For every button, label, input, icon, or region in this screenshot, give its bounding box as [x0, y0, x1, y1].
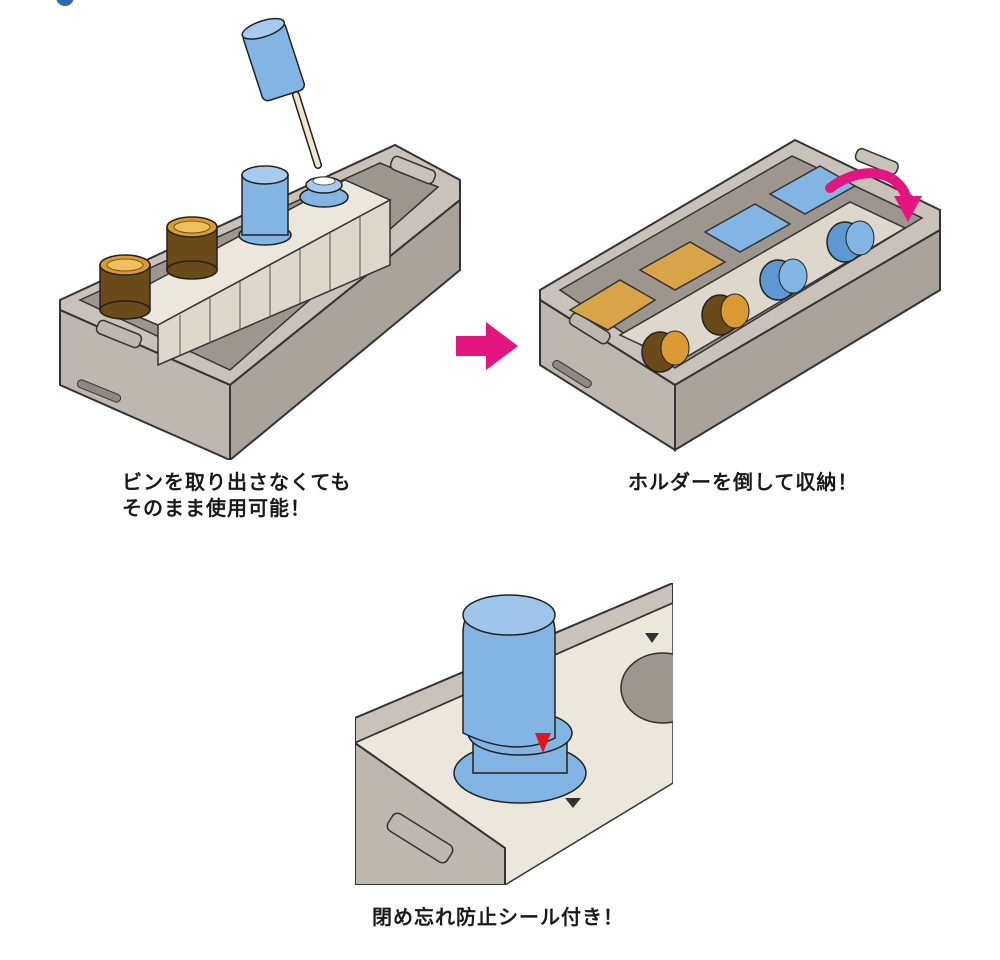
tray-slot	[552, 359, 592, 389]
jar-lying-gold-1	[641, 330, 690, 373]
arrow-right-icon	[456, 322, 518, 370]
brush-cap	[241, 17, 306, 102]
jar-gold-1	[99, 254, 151, 320]
curved-arrow-icon	[825, 168, 913, 207]
caption-panel1-line2: そのまま使用可能！	[122, 496, 311, 520]
jar-gold-2	[166, 216, 218, 280]
pad-gold-2	[638, 241, 727, 291]
jar-lying-gold-2	[701, 293, 750, 336]
tray-side-wall	[674, 228, 941, 452]
jar-blue-capped	[238, 165, 292, 246]
pad-gold-1	[568, 279, 657, 331]
tray-front-wall	[355, 741, 506, 885]
corner-decoration	[56, 0, 74, 6]
caption-panel1-line1: ビンを取り出さなくても	[122, 470, 352, 494]
triangle-marker	[645, 633, 659, 643]
caption-panel1: ビンを取り出さなくても そのまま使用可能！	[122, 469, 351, 521]
jar-lying-blue-1	[759, 258, 808, 301]
triangle-marker	[565, 798, 581, 808]
closeup-illustration	[355, 583, 673, 885]
tray-front-wall	[59, 308, 231, 460]
jar-opening	[620, 652, 673, 724]
tray-handle-left	[95, 319, 143, 349]
caption-panel3: 閉め忘れ防止シール付き！	[372, 904, 624, 930]
seal-triangle-icon	[535, 733, 551, 753]
caption-panel2-text: ホルダーを倒して収納！	[628, 470, 859, 494]
tray-illustration-open	[59, 17, 461, 460]
tray-handle-right	[389, 155, 437, 185]
tray-illustration-stored	[539, 138, 941, 452]
pad-blue-2	[768, 165, 857, 215]
holder-front	[157, 198, 391, 367]
tray-slot	[76, 379, 122, 403]
pad-blue-1	[703, 203, 792, 253]
caption-panel3-text: 閉め忘れ防止シール付き！	[372, 905, 624, 929]
caption-panel2: ホルダーを倒して収納！	[628, 469, 858, 495]
tray-handle-right	[854, 147, 899, 175]
jar-lying-blue-2	[826, 220, 875, 263]
jar-blue-open	[299, 176, 349, 208]
tray-handle	[386, 812, 454, 864]
